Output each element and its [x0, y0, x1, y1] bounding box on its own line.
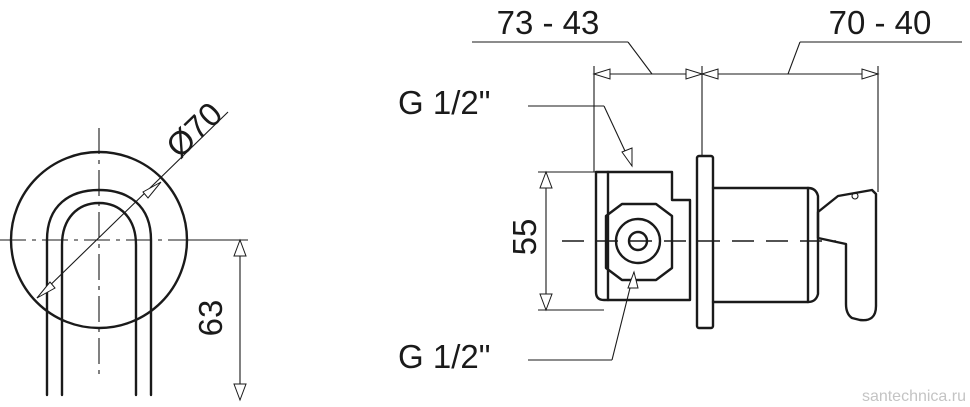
valve-body-rear	[594, 170, 692, 302]
lever-handle-inner	[60, 201, 138, 397]
wall-flange	[695, 154, 715, 330]
body-height-label: 55	[506, 219, 543, 256]
cartridge-body	[711, 186, 820, 304]
depth-right-label: 70 - 40	[829, 4, 932, 41]
cover-plate-circle	[9, 150, 189, 330]
front-view: Ø70 63	[0, 95, 248, 402]
depth-arrow-4	[861, 68, 880, 80]
height-arrow-bottom	[233, 383, 247, 402]
inlet-bottom-arrow	[627, 270, 639, 289]
depth-left-label: 73 - 43	[497, 4, 600, 41]
body-height-arrow-top	[539, 170, 553, 189]
valve-inlet-boss	[604, 202, 674, 282]
height-arrow-top	[233, 238, 247, 257]
depth-arrow-2	[685, 68, 704, 80]
body-height-arrow-bottom	[539, 293, 553, 312]
inlet-bottom-label: G 1/2"	[398, 338, 490, 375]
depth-right-leader-slant	[787, 41, 801, 75]
height-label: 63	[192, 300, 229, 337]
inlet-top-arrow	[621, 147, 633, 168]
watermark: santechnica.ru	[862, 388, 966, 405]
diameter-arrow-upper	[142, 181, 162, 199]
lever-handle-side	[816, 188, 878, 322]
diameter-arrow-lower	[36, 281, 56, 299]
depth-left-leader-slant	[627, 41, 653, 75]
lever-handle-outline	[45, 188, 153, 397]
diameter-label: Ø70	[159, 95, 230, 165]
diameter-dimension-line	[36, 111, 229, 299]
depth-arrow-1	[592, 68, 611, 80]
inlet-top-label: G 1/2"	[398, 84, 490, 121]
depth-arrow-3	[700, 68, 719, 80]
lever-pin	[851, 192, 859, 200]
side-view: 73 - 43 70 - 40 55	[398, 4, 962, 375]
